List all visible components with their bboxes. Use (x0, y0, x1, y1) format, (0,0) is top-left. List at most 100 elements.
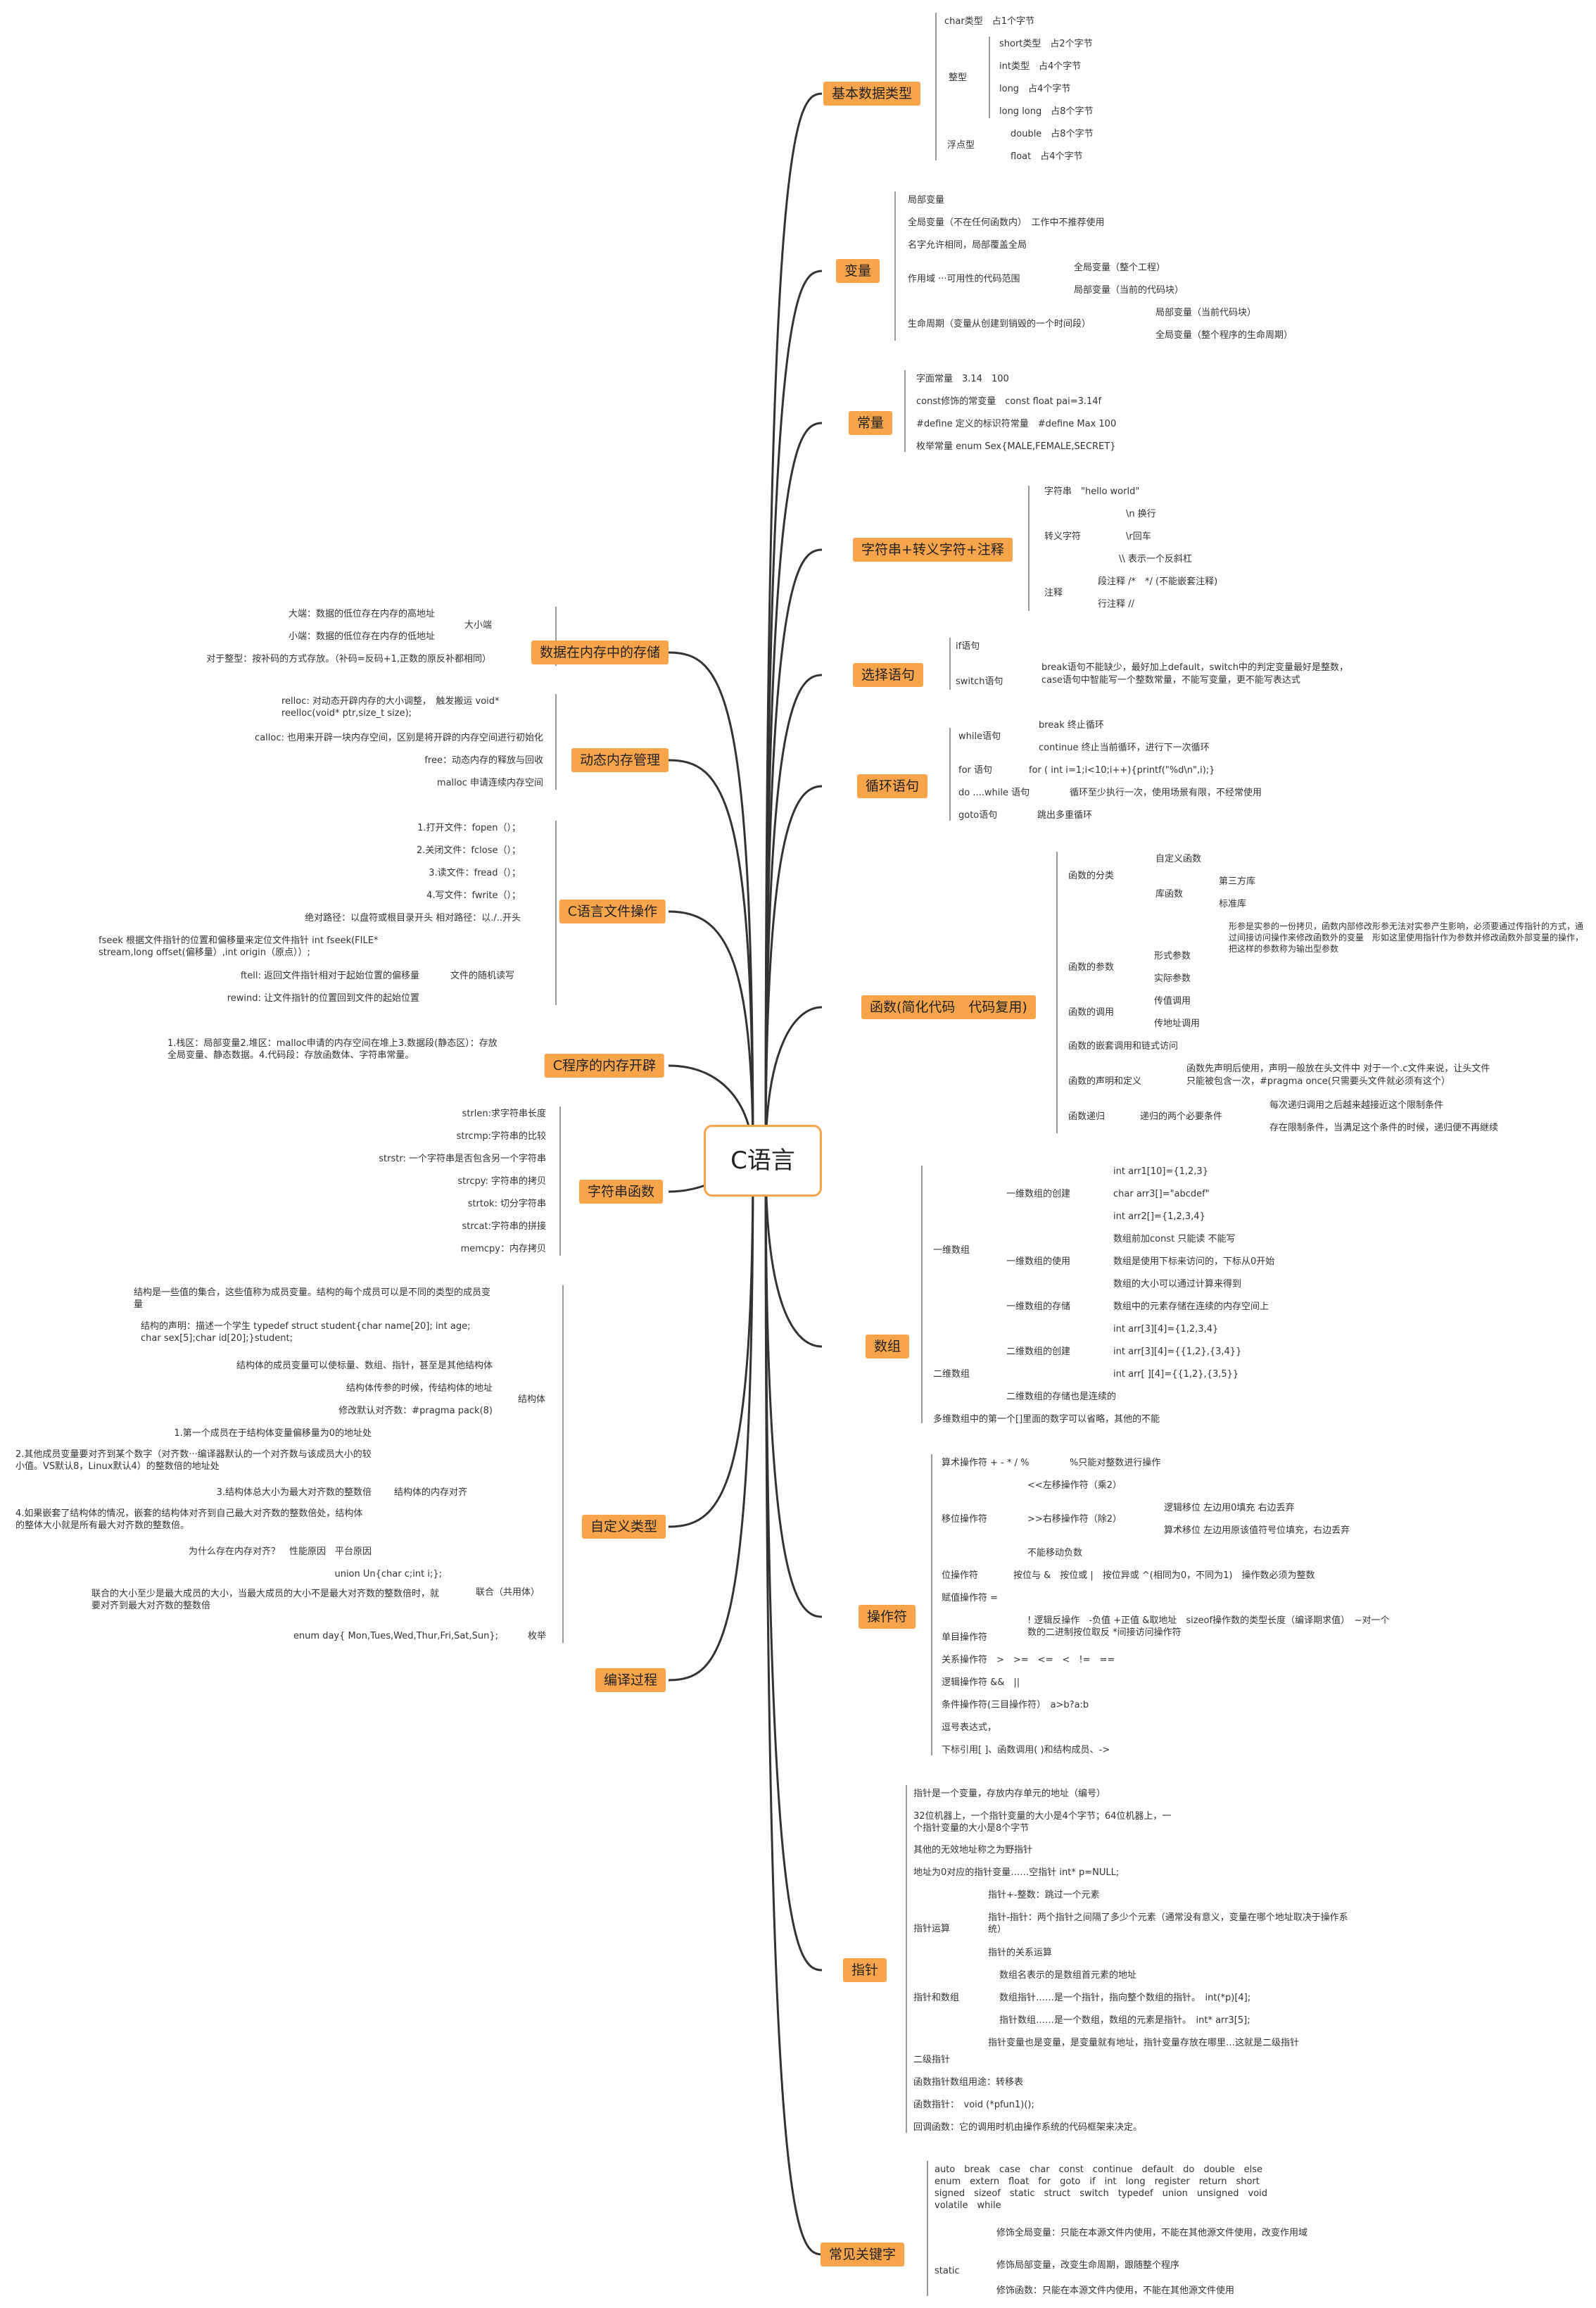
branch-custom-types[interactable]: 自定义类型 (581, 1515, 666, 1539)
trunk-right-3 (764, 548, 823, 1159)
ptr-p7: 回调函数：它的调用时机由操作系统的代码框架来决定。 (913, 2122, 1143, 2133)
arr-one-use: 一维数组的使用 (1006, 1256, 1071, 1267)
func-call: 函数的调用 (1068, 1007, 1115, 1018)
ct-pack: 修改默认对齐数：#pragma pack(8) (338, 1406, 493, 1416)
func-param: 函数的参数 (1068, 962, 1115, 973)
op-right-shift: >>右移操作符（除2） (1027, 1514, 1122, 1525)
func-recursion: 函数递归 (1068, 1111, 1106, 1122)
branch-string-functions[interactable]: 字符串函数 (578, 1180, 663, 1204)
var-same-name: 名字允许相同，局部覆盖全局 (908, 240, 1027, 251)
file-open: 1.打开文件：fopen（）； (417, 823, 521, 833)
loop-break: break 终止循环 (1039, 720, 1104, 731)
ct-align-3: 3.结构体总大小为最大对齐数的整数倍 (216, 1487, 372, 1498)
func-formal-note: 形参是实参的一份拷贝，函数内部修改形参无法对实参产生影响，必须要通过传指针的方式… (1229, 921, 1584, 954)
var-life-global: 全局变量（整个程序的生命周期） (1155, 330, 1293, 341)
sf-strcat: strcat:字符串的拼接 (462, 1221, 546, 1232)
ct-why: 为什么存在内存对齐？ 性能原因 平台原因 (188, 1546, 372, 1557)
op-relational: 关系操作符 > >= <= < != == (942, 1655, 1115, 1665)
op-arith-note: %只能对整数进行操作 (1070, 1458, 1161, 1468)
loop-continue: continue 终止当前循环，进行下一次循环 (1039, 743, 1210, 753)
loop-for-example: for ( int i=1;i<10;i++){printf("%d\n",i)… (1029, 765, 1215, 776)
op-left-shift: <<左移操作符（乘2） (1027, 1480, 1122, 1491)
trunk-right-0 (764, 92, 823, 1159)
branch-operator[interactable]: 操作符 (859, 1605, 916, 1629)
file-ftell: ftell: 返回文件指针相对于起始位置的偏移量 (240, 971, 419, 981)
branch-keyword[interactable]: 常见关键字 (821, 2243, 905, 2266)
str-block-comment: 段注释 /* */ (不能嵌套注释) (1098, 576, 1218, 587)
arr-one: 一维数组 (933, 1245, 970, 1256)
ct-decl: 结构的声明：描述一个学生 typedef struct student{char… (141, 1321, 471, 1344)
var-scope-global: 全局变量（整个工程） (1074, 263, 1166, 273)
ct-struct: 结构体 (518, 1394, 546, 1405)
dyn-malloc: malloc 申请连续内存空间 (436, 778, 543, 788)
branch-dynamic[interactable]: 动态内存管理 (571, 748, 669, 772)
branch-basic-types[interactable]: 基本数据类型 (823, 82, 921, 106)
kw-s2: 修饰局部变量，改变生命周期，跟随整个程序 (996, 2260, 1180, 2271)
root-node[interactable]: C语言 (704, 1125, 822, 1197)
branch-function[interactable]: 函数(简化代码 代码复用) (861, 995, 1036, 1019)
trunk-right-8 (764, 1158, 823, 1618)
ct-align-4: 4.如果嵌套了结构体的情况，嵌套的结构体对齐到自己最大对齐数的整数倍处，结构体的… (15, 1508, 363, 1531)
ct-align-2: 2.其他成员变量要对齐到某个数字（对齐数···编译器默认的一个对齐数与该成员大小… (15, 1449, 372, 1472)
store-small: 小端：数据的低位存在内存的低地址 (288, 631, 435, 642)
sel-switch: switch语句 (956, 676, 1003, 687)
ptr-p3: 其他的无效地址称之为野指针 (913, 1845, 1033, 1855)
store-big: 大端：数据的低位存在内存的高地址 (288, 609, 435, 619)
trunk-left-1 (668, 759, 754, 1159)
arr-one-create: 一维数组的创建 (1006, 1189, 1071, 1199)
var-global: 全局变量（不在任何函数内） 工作中不推荐使用 (908, 217, 1105, 228)
func-recursion-c2: 存在限制条件，当满足这个条件的时候，递归便不再继续 (1269, 1123, 1499, 1133)
trunk-right-6 (764, 1006, 823, 1159)
branch-pointer[interactable]: 指针 (843, 1958, 887, 1982)
op-arith-shift: 算术移位 左边用原该值符号位填充，右边丢弃 (1164, 1525, 1350, 1536)
trunk-left-0 (668, 651, 754, 1159)
arr-a3: int arr2[]={1,2,3,4} (1113, 1211, 1205, 1222)
branch-compile[interactable]: 编译过程 (595, 1668, 666, 1692)
file-write: 4.写文件：fwrite（）； (426, 890, 521, 901)
func-formal: 形式参数 (1154, 951, 1191, 961)
dyn-free: free：动态内存的释放与回收 (424, 755, 543, 766)
branch-memory[interactable]: C程序的内存开辟 (544, 1054, 664, 1078)
ptr-pa2: 数组指针……是一个指针，指向整个数组的指针。 int(*p)[4]; (999, 1993, 1251, 2003)
branch-constant[interactable]: 常量 (849, 411, 893, 435)
basic-float: float 占4个字节 (1011, 151, 1083, 162)
file-path: 绝对路径：以盘符或根目录开头 相对路径：以./..开头 (305, 913, 521, 923)
str-bs: \\ 表示一个反斜杠 (1119, 554, 1192, 565)
arr-two-store: 二维数组的存储也是连续的 (1006, 1392, 1117, 1402)
loop-do-while: do ....while 语句 (958, 788, 1030, 798)
const-const: const修饰的常变量 const float pai=3.14f (916, 396, 1102, 407)
trunk-right-9 (764, 1158, 823, 1972)
trunk-right-4 (764, 674, 823, 1159)
arr-u2: 数组是使用下标来访问的，下标从0开始 (1113, 1256, 1275, 1267)
ptr-ar2: 指针-指针：两个指针之间隔了多少个元素（通常没有意义，变量在哪个地址取决于操作系… (988, 1912, 1348, 1935)
ptr-p2: 32位机器上，一个指针变量的大小是4个字节；64位机器上，一个指针变量的大小是8… (913, 1811, 1172, 1834)
arr-s1: 数组中的元素存储在连续的内存空间上 (1113, 1301, 1269, 1312)
file-random: 文件的随机读写 (450, 971, 515, 981)
ptr-double: 二级指针 (913, 2055, 951, 2065)
func-decl-note2: 只能被包含一次，#pragma once(只需要头文件就必须有这个） (1186, 1076, 1450, 1087)
branch-string[interactable]: 字符串+转义字符+注释 (853, 538, 1013, 562)
op-comma: 逗号表达式， (942, 1722, 997, 1733)
branch-select[interactable]: 选择语句 (853, 663, 924, 687)
op-shift: 移位操作符 (942, 1514, 988, 1525)
loop-for: for 语句 (958, 765, 993, 776)
kw-list: auto break case char const continue defa… (935, 2164, 1277, 2211)
ptr-ar1: 指针+-整数：跳过一个元素 (988, 1890, 1100, 1900)
branch-file[interactable]: C语言文件操作 (559, 900, 666, 923)
branch-variable[interactable]: 变量 (836, 259, 880, 283)
ct-pass: 结构体传参的时候，传结构体的地址 (346, 1383, 493, 1394)
arr-a2: char arr3[]="abcdef" (1113, 1189, 1210, 1199)
str-escape: 转义字符 (1044, 531, 1082, 542)
ptr-p5: 函数指针数组用途：转移表 (913, 2077, 1024, 2088)
func-by-value: 传值调用 (1154, 996, 1191, 1007)
func-third: 第三方库 (1219, 876, 1256, 887)
dyn-realloc: relloc: 对动态开辟内存的大小调整， 触发搬运 void* reelloc… (281, 696, 500, 719)
branch-storage[interactable]: 数据在内存中的存储 (531, 641, 669, 664)
branch-array[interactable]: 数组 (866, 1335, 910, 1358)
func-custom: 自定义函数 (1155, 854, 1202, 864)
str-n: \n 换行 (1126, 509, 1156, 519)
func-actual: 实际参数 (1154, 973, 1191, 984)
branch-loop[interactable]: 循环语句 (857, 774, 928, 798)
